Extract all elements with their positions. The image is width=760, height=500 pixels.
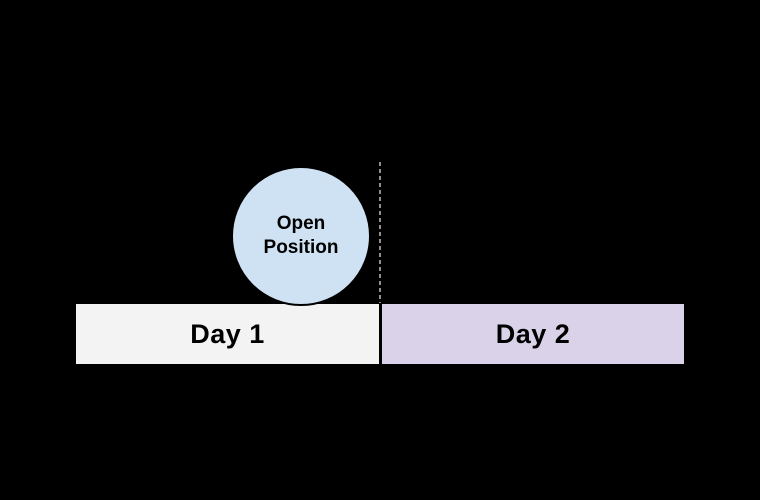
open-position-label: Open Position bbox=[263, 213, 339, 258]
day1-bar: Day 1 bbox=[75, 303, 380, 365]
day1-label: Day 1 bbox=[190, 318, 265, 349]
day2-label: Day 2 bbox=[495, 318, 571, 349]
day-boundary-dashed-line bbox=[379, 162, 381, 303]
day2-bar: Day 2 bbox=[380, 303, 685, 365]
open-position-circle: Open Position bbox=[231, 166, 371, 306]
